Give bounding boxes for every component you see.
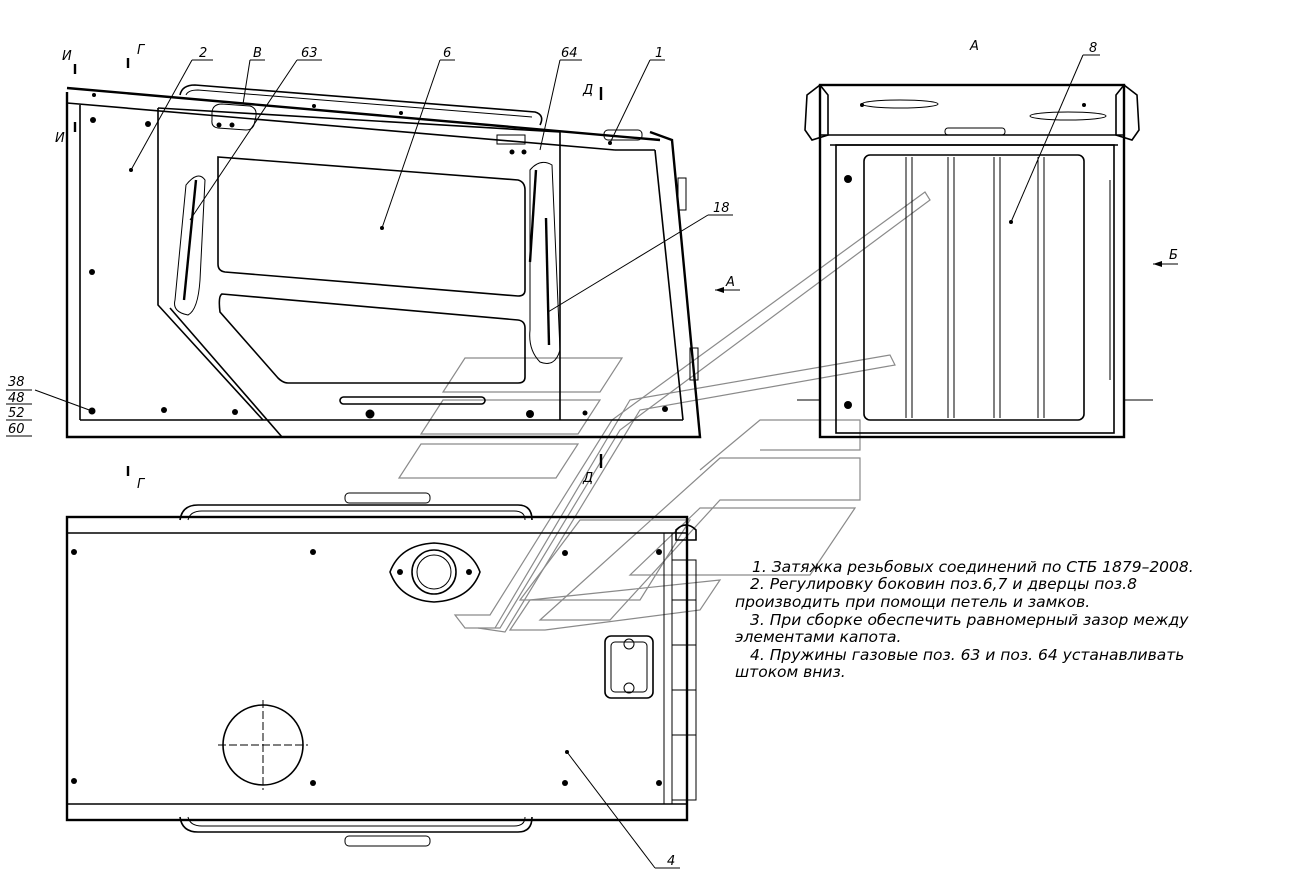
callout-63: 63 — [301, 46, 318, 61]
section-g-bottom: Г — [137, 477, 146, 492]
callout-2: 2 — [199, 46, 207, 61]
callout-4: 4 — [667, 854, 675, 869]
arrow-a-label: А — [725, 275, 735, 290]
arrow-b-label: Б — [1169, 248, 1178, 263]
callout-6: 6 — [443, 46, 451, 61]
top-view — [65, 492, 697, 847]
callout-60: 60 — [8, 422, 25, 437]
section-labels: И И Г Г Д Д А Б А — [55, 39, 1178, 492]
callout-38: 38 — [8, 375, 25, 390]
note-line-4: 3. При сборке обеспечить равномерный заз… — [750, 611, 1189, 629]
side-view — [65, 58, 740, 476]
technical-notes: 1. Затяжка резьбовых соединений по СТБ 1… — [735, 558, 1194, 681]
note-line-2: 2. Регулировку боковин поз.6,7 и дверцы … — [750, 575, 1137, 593]
callout-v: В — [253, 46, 262, 61]
callout-18: 18 — [713, 201, 730, 216]
section-i-bottom: И — [55, 131, 65, 146]
callout-labels: 2 В 63 6 64 1 18 8 4 38 48 52 60 — [8, 41, 1097, 869]
callout-48: 48 — [8, 391, 25, 406]
view-a-title: А — [969, 39, 979, 54]
section-i-top: И — [62, 49, 72, 64]
view-a — [797, 83, 1178, 439]
callout-8: 8 — [1089, 41, 1097, 56]
note-line-1: 1. Затяжка резьбовых соединений по СТБ 1… — [752, 558, 1194, 576]
callout-1: 1 — [655, 46, 663, 61]
section-d-bottom: Д — [582, 471, 593, 486]
note-line-7: штоком вниз. — [735, 663, 846, 681]
watermark-logo — [397, 191, 931, 633]
section-d-top: Д — [582, 83, 593, 98]
leader-lines — [6, 54, 1100, 869]
side-view-fasteners — [88, 93, 668, 419]
callout-52: 52 — [8, 406, 25, 421]
section-g-top: Г — [137, 43, 146, 58]
note-line-6: 4. Пружины газовые поз. 63 и поз. 64 уст… — [750, 646, 1184, 664]
note-line-3: производить при помощи петель и замков. — [735, 593, 1090, 611]
note-line-5: элементами капота. — [735, 628, 901, 646]
callout-64: 64 — [561, 46, 578, 61]
